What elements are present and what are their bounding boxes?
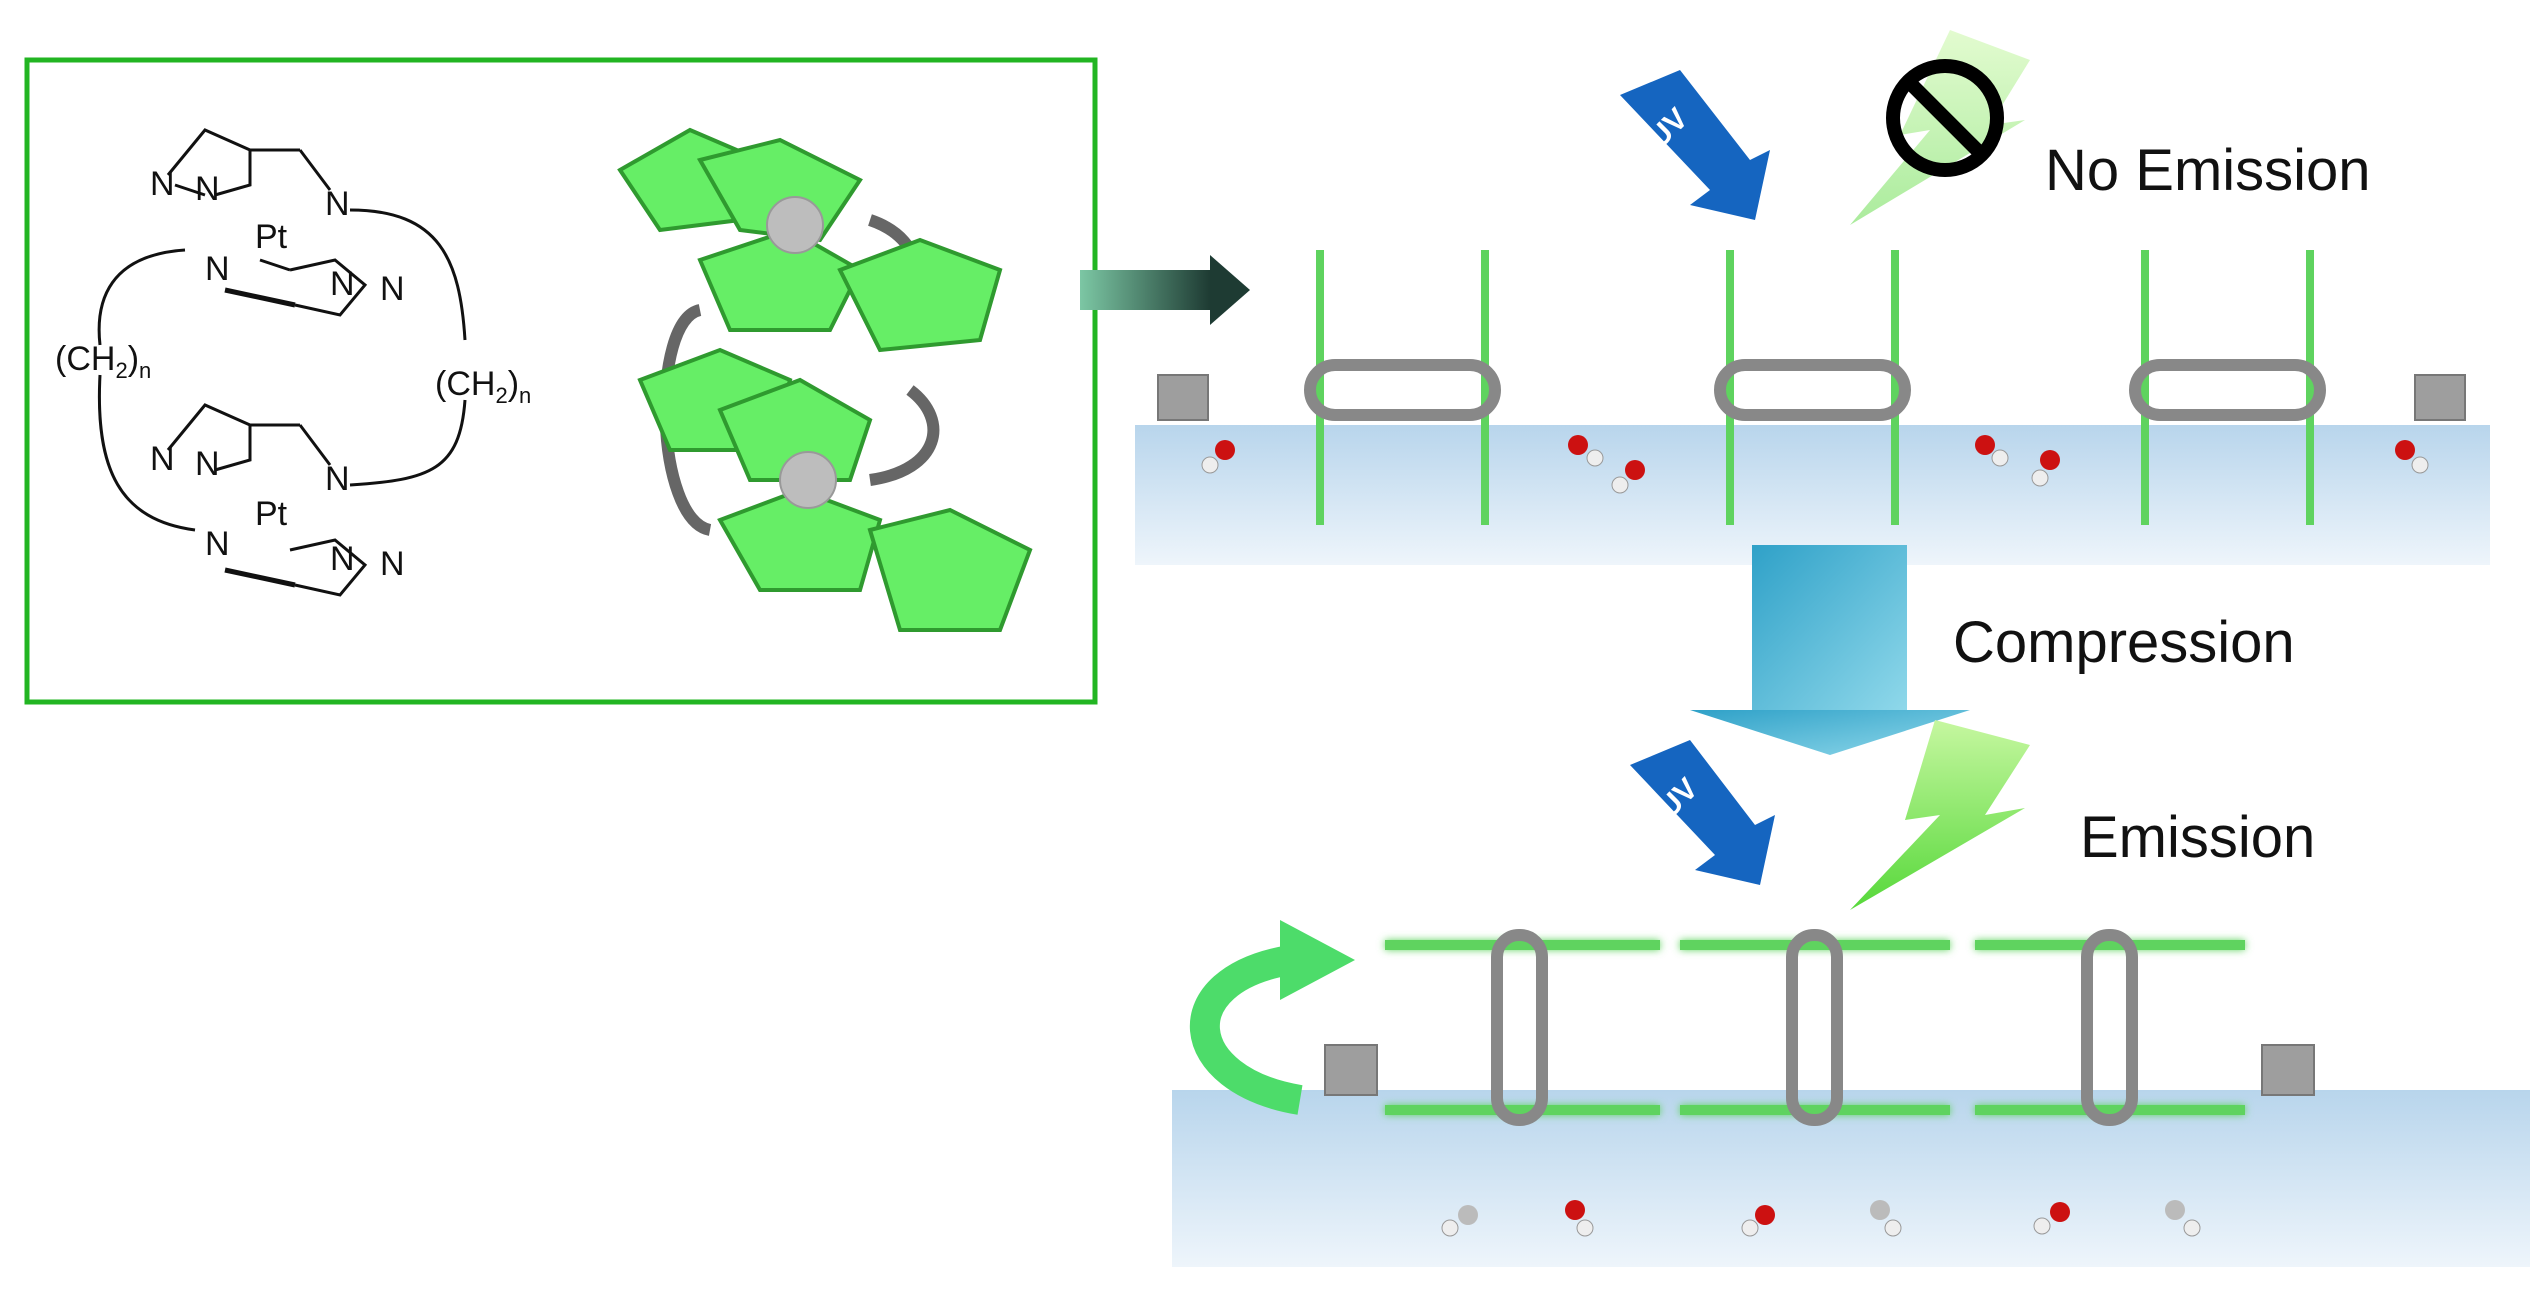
molecular-3d-model	[617, 127, 1033, 632]
water-molecules-bottom	[1441, 1200, 2201, 1237]
structure-atom-labels: N N Pt N N N N N N Pt N N N N (CH2)n (CH…	[55, 165, 531, 583]
svg-text:N: N	[205, 250, 230, 288]
svg-text:N: N	[330, 540, 355, 578]
transition-arrow	[1080, 255, 1250, 325]
pt-linkers-bottom	[1491, 929, 2138, 1126]
water-surface-bottom	[1172, 1090, 2530, 1267]
barrier-right-bottom	[2261, 1044, 2315, 1096]
uv-arrow-icon: UV	[1630, 740, 1775, 885]
uv-arrow-icon: UV	[1620, 70, 1770, 220]
svg-text:N: N	[205, 525, 230, 563]
svg-text:N: N	[325, 460, 350, 498]
svg-text:N: N	[325, 185, 350, 223]
compression-arrow	[1690, 545, 1970, 755]
svg-text:N: N	[330, 265, 355, 303]
rotate-arrow-icon	[1189, 920, 1355, 1115]
lightning-icon	[1850, 720, 2030, 910]
emission-label: Emission	[2080, 805, 2315, 870]
molecule-dimers-top	[1316, 250, 2314, 525]
barrier-left-top	[1157, 374, 1209, 421]
pt-atom-bottom: Pt	[255, 495, 288, 533]
barrier-left-bottom	[1324, 1044, 1378, 1096]
no-emission-label: No Emission	[2045, 138, 2371, 203]
svg-text:N: N	[150, 165, 175, 203]
chemical-structure	[97, 128, 467, 597]
linker-left-label: (CH2)n	[55, 340, 151, 383]
linker-right-label: (CH2)n	[435, 365, 531, 408]
molecule-rows-bottom	[1385, 940, 2245, 1115]
compression-label: Compression	[1953, 610, 2295, 675]
svg-text:N: N	[380, 270, 405, 308]
water-surface-top	[1135, 425, 2490, 565]
pt-atom-top: Pt	[255, 218, 288, 256]
svg-text:N: N	[195, 445, 220, 483]
pt-linkers-top	[1304, 359, 2326, 421]
water-molecules-top	[1201, 435, 2429, 494]
svg-text:N: N	[150, 440, 175, 478]
svg-text:N: N	[380, 545, 405, 583]
barrier-right-top	[2414, 374, 2466, 421]
no-symbol-icon	[1886, 59, 2004, 177]
svg-text:N: N	[195, 170, 220, 208]
